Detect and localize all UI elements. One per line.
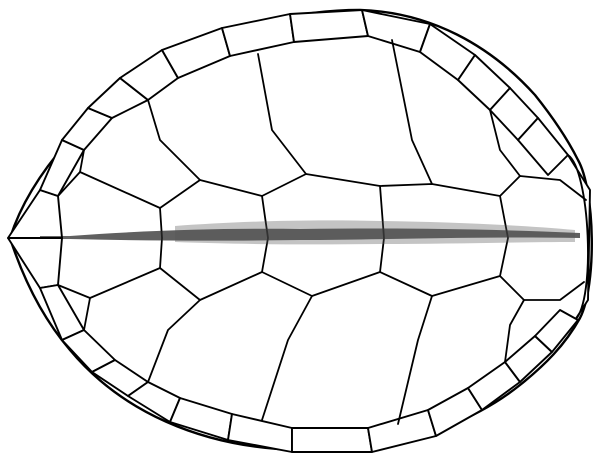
marginal-scute <box>362 10 430 52</box>
costal-suture <box>84 298 90 330</box>
nuchal-scute <box>8 190 62 238</box>
vertebral-suture <box>500 176 586 200</box>
marginal-scute <box>368 410 436 452</box>
costal-suture <box>398 296 432 424</box>
marginal-scute <box>292 428 372 452</box>
keel-shading <box>40 220 580 244</box>
nuchal-scute-lower <box>8 238 62 288</box>
vertebral-suture <box>500 276 584 300</box>
costal-suture <box>148 100 200 180</box>
costal-suture <box>392 40 432 184</box>
costal-suture <box>148 300 200 382</box>
costal-suture <box>262 296 312 420</box>
marginal-scute <box>228 414 292 452</box>
costal-suture <box>258 54 306 174</box>
marginal-scute <box>222 14 294 56</box>
marginal-scute <box>290 10 368 42</box>
